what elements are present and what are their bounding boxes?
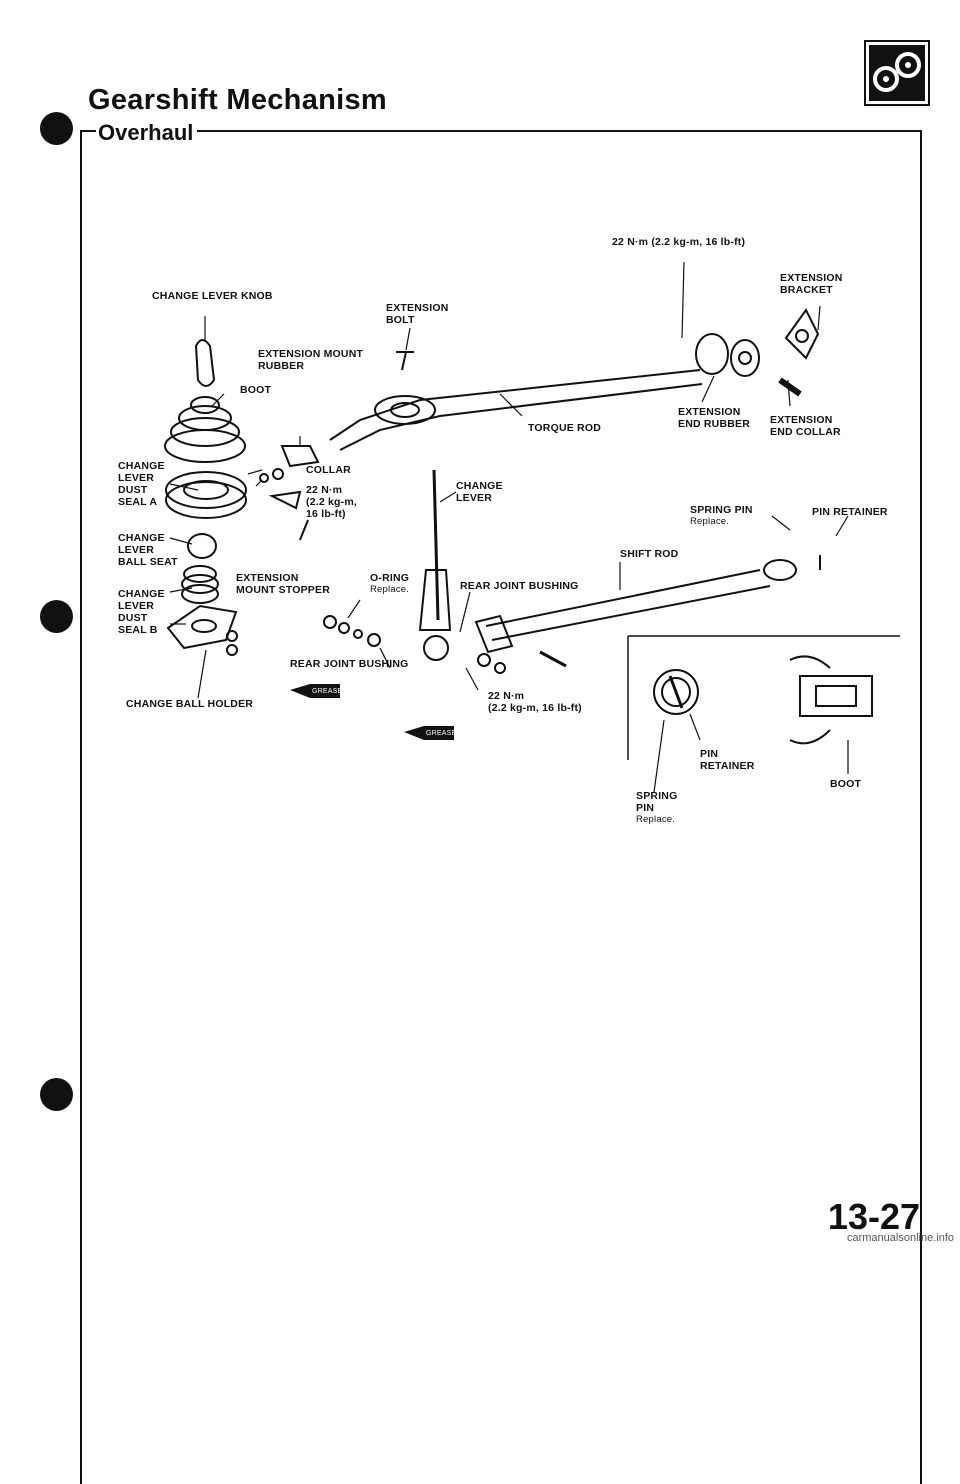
torque-spec-bottom: 22 N·m (2.2 kg-m, 16 lb-ft)	[488, 690, 582, 714]
label-change-lever: CHANGE LEVER	[456, 480, 503, 504]
page-title: Gearshift Mechanism	[88, 84, 388, 116]
label-extension-mount-stopper: EXTENSION MOUNT STOPPER	[236, 572, 330, 596]
label-collar: COLLAR	[306, 464, 351, 476]
label-boot-detail: BOOT	[830, 778, 862, 790]
label-spring-pin-replace: Replace.	[690, 516, 730, 527]
label-boot: BOOT	[240, 384, 272, 396]
torque-spec-top: 22 N·m (2.2 kg-m, 16 lb-ft)	[612, 236, 746, 248]
section-heading: Overhaul	[96, 120, 198, 146]
label-rear-joint-bushing-left: REAR JOINT BUSHING	[290, 658, 409, 670]
grease-tag: GREASE	[426, 730, 457, 737]
label-pin-retainer-detail: PIN RETAINER	[700, 748, 755, 772]
label-extension-end-collar: EXTENSION END COLLAR	[770, 414, 841, 438]
label-ball-seat: CHANGE LEVER BALL SEAT	[118, 532, 178, 568]
label-pin-retainer: PIN RETAINER	[812, 506, 888, 518]
label-spring-pin-detail: SPRING PIN	[636, 790, 678, 814]
watermark: carmanualsonline.info	[846, 1232, 954, 1244]
label-dust-seal-a: CHANGE LEVER DUST SEAL A	[118, 460, 165, 508]
binder-hole	[40, 600, 73, 633]
label-extension-mount-rubber: EXTENSION MOUNT RUBBER	[258, 348, 364, 372]
gearshift-exploded-diagram	[164, 261, 900, 793]
label-o-ring-replace: Replace.	[370, 584, 410, 595]
label-extension-bolt: EXTENSION BOLT	[386, 302, 449, 326]
label-change-lever-knob: CHANGE LEVER KNOB	[152, 290, 273, 302]
gearbox-icon	[864, 40, 930, 106]
binder-hole	[40, 1078, 73, 1111]
content-frame	[80, 130, 922, 1484]
label-extension-end-rubber: EXTENSION END RUBBER	[678, 406, 751, 430]
label-change-ball-holder: CHANGE BALL HOLDER	[126, 698, 254, 710]
label-dust-seal-b: CHANGE LEVER DUST SEAL B	[118, 588, 165, 636]
page-number: 13-27	[827, 1196, 920, 1237]
torque-spec-mid: 22 N·m (2.2 kg-m, 16 lb-ft)	[306, 484, 358, 520]
label-spring-pin: SPRING PIN	[690, 504, 753, 516]
label-torque-rod: TORQUE ROD	[528, 422, 601, 434]
label-spring-pin-detail-replace: Replace.	[636, 814, 676, 825]
label-extension-bracket: EXTENSION BRACKET	[780, 272, 843, 296]
label-o-ring: O-RING	[370, 572, 410, 584]
binder-hole	[40, 112, 73, 145]
grease-tag: GREASE	[312, 688, 343, 695]
label-rear-joint-bushing-right: REAR JOINT BUSHING	[460, 580, 579, 592]
label-shift-rod: SHIFT ROD	[620, 548, 679, 560]
